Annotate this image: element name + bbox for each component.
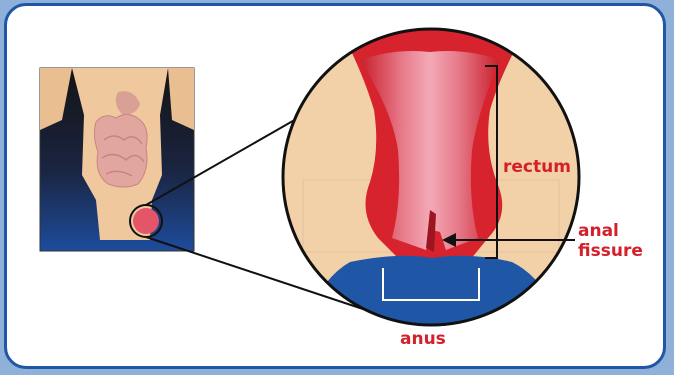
- body-thumbnail: [40, 68, 194, 251]
- rectum-area-marker: [133, 208, 159, 234]
- label-anal-fissure-line2: fissure: [578, 241, 643, 261]
- intestines-shape: [94, 114, 147, 187]
- label-rectum: rectum: [503, 157, 571, 177]
- label-anus: anus: [400, 329, 446, 349]
- label-anal-fissure: anal fissure: [578, 221, 643, 261]
- label-anal-fissure-line1: anal: [578, 221, 643, 241]
